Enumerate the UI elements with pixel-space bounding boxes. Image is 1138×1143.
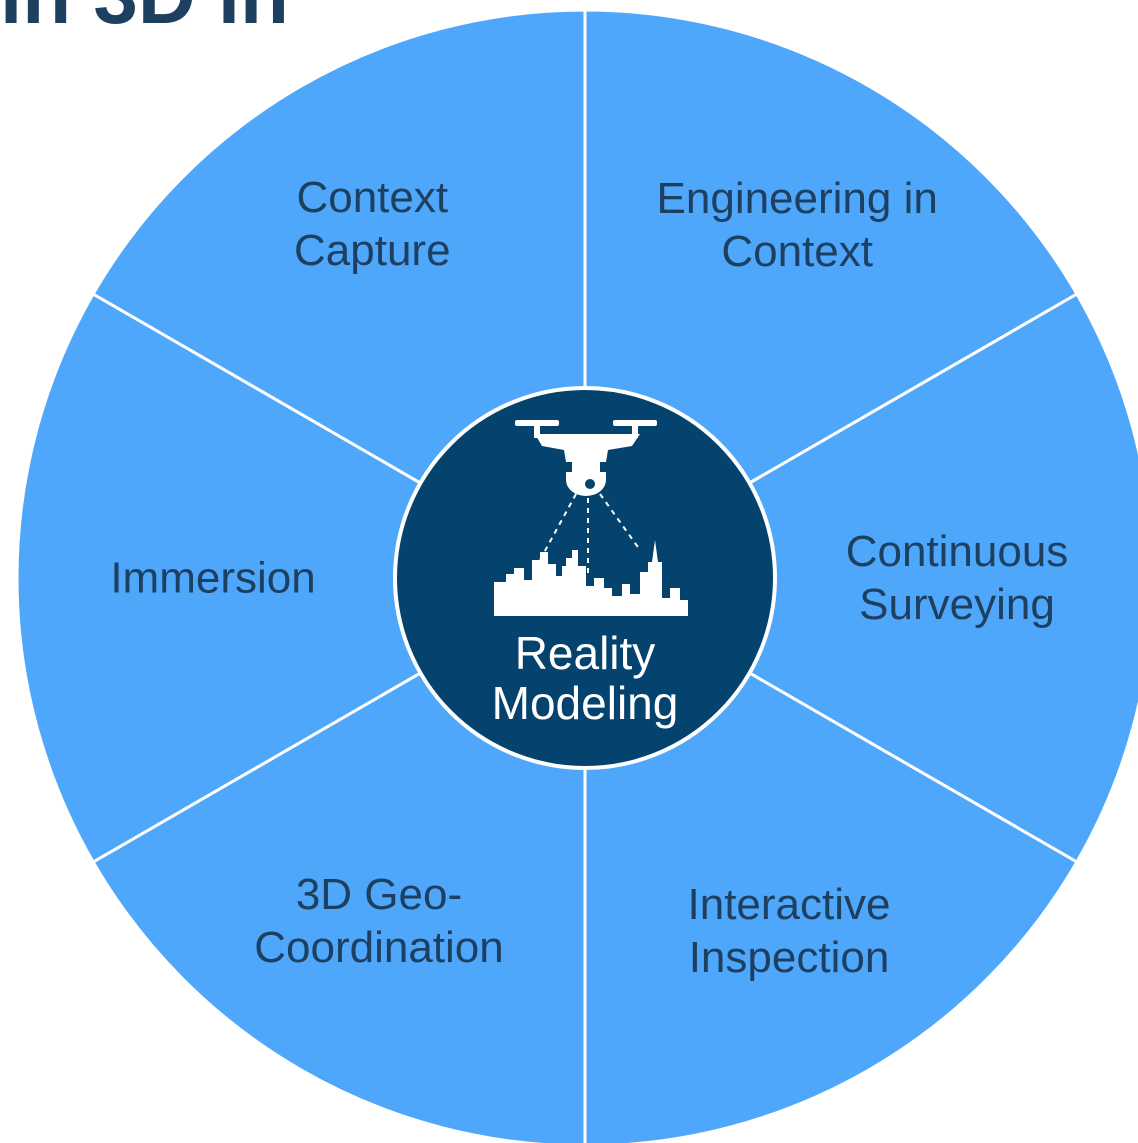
segment-label-1-line-2: Context bbox=[721, 226, 874, 276]
segment-label-4: 3D Geo-Coordination bbox=[254, 868, 504, 974]
segment-label-6-line-2: Capture bbox=[294, 225, 451, 275]
segment-label-3-line-2: Inspection bbox=[688, 933, 890, 983]
center-label-line-1: Reality bbox=[514, 627, 656, 679]
segment-label-3-line-1: Interactive bbox=[687, 880, 891, 930]
segment-2 bbox=[582, 291, 1138, 865]
segment-label-6-line-1: Context bbox=[296, 172, 449, 222]
segment-label-4-line-2: Coordination bbox=[254, 922, 504, 972]
segment-label-2-line-1: Continuous bbox=[845, 527, 1069, 576]
segment-label-1-line-1: Engineering in bbox=[656, 173, 938, 223]
center-label: Reality Modeling bbox=[492, 628, 679, 728]
cropped-title: in 3D in bbox=[0, 0, 289, 36]
drone-city-icon bbox=[494, 420, 688, 616]
segment-label-4-line-1: 3D Geo- bbox=[295, 869, 463, 919]
segment-label-5: Immersion bbox=[110, 552, 315, 605]
segment-label-5-line-1: Immersion bbox=[110, 553, 316, 603]
segment-label-2-line-2: Surveying bbox=[859, 580, 1055, 629]
center-label-line-2: Modeling bbox=[491, 677, 679, 729]
segment-5 bbox=[15, 291, 588, 865]
